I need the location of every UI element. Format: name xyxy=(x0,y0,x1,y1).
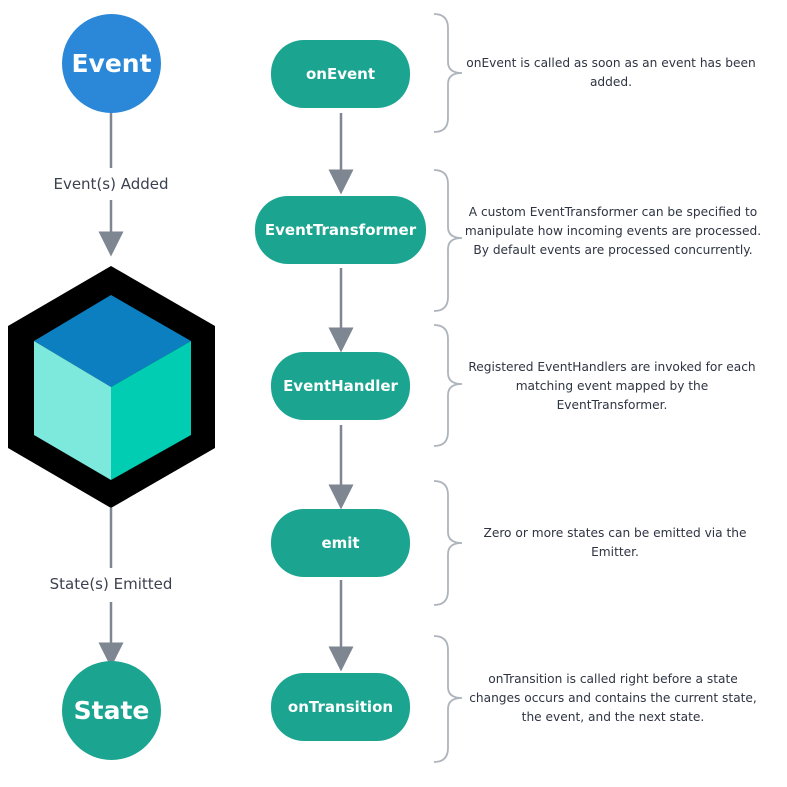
brace-1 xyxy=(433,13,463,133)
step-label: onTransition xyxy=(287,698,394,716)
step-pill-eventtransformer: EventTransformer xyxy=(255,196,426,264)
event-circle: Event xyxy=(62,14,161,113)
step-description: A custom EventTransformer can be specifi… xyxy=(464,205,762,257)
step-label: emit xyxy=(321,534,360,552)
brace-5 xyxy=(433,635,463,763)
step-pill-eventhandler: EventHandler xyxy=(271,352,410,420)
cube-top-face xyxy=(34,295,191,387)
step-pill-emit: emit xyxy=(271,509,410,577)
step-description: onEvent is called as soon as an event ha… xyxy=(466,56,756,89)
hexagon-cube-icon xyxy=(8,266,215,508)
step-label: EventHandler xyxy=(283,377,398,395)
cube-right-face xyxy=(111,341,191,480)
event-label: Event xyxy=(71,49,152,78)
brace-2 xyxy=(433,169,463,312)
cube-left-face xyxy=(34,341,111,480)
step-label: onEvent xyxy=(305,65,376,83)
step-pill-onevent: onEvent xyxy=(271,40,410,108)
states-emitted-label: State(s) Emitted xyxy=(49,575,173,593)
step-label: EventTransformer xyxy=(264,221,417,239)
step-pill-ontransition: onTransition xyxy=(271,673,410,741)
events-added-label: Event(s) Added xyxy=(53,175,169,193)
state-label: State xyxy=(73,696,150,725)
brace-4 xyxy=(433,480,463,606)
step-description: Registered EventHandlers are invoked for… xyxy=(468,360,756,412)
brace-3 xyxy=(433,324,463,447)
step-description: onTransition is called right before a st… xyxy=(469,672,757,724)
state-circle: State xyxy=(62,661,161,760)
step-description: Zero or more states can be emitted via t… xyxy=(483,526,747,559)
